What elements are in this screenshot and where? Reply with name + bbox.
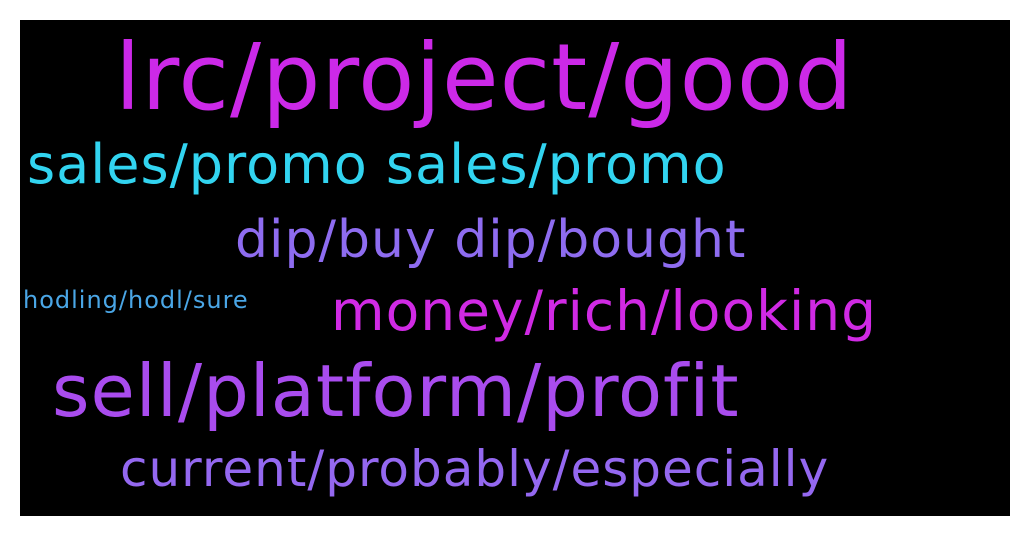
word-sell-platform-profit: sell/platform/profit bbox=[52, 349, 740, 433]
word-sales-promo: sales/promo sales/promo bbox=[27, 133, 727, 196]
word-hodling-hodl-sure: hodling/hodl/sure bbox=[23, 286, 249, 314]
word-money-rich-looking: money/rich/looking bbox=[331, 279, 878, 343]
word-current-probably-especially: current/probably/especially bbox=[120, 440, 830, 498]
word-cloud: lrc/project/good sales/promo sales/promo… bbox=[20, 20, 1010, 516]
word-lrc-project-good: lrc/project/good bbox=[115, 24, 854, 131]
word-dip-buy-bought: dip/buy dip/bought bbox=[235, 210, 747, 270]
